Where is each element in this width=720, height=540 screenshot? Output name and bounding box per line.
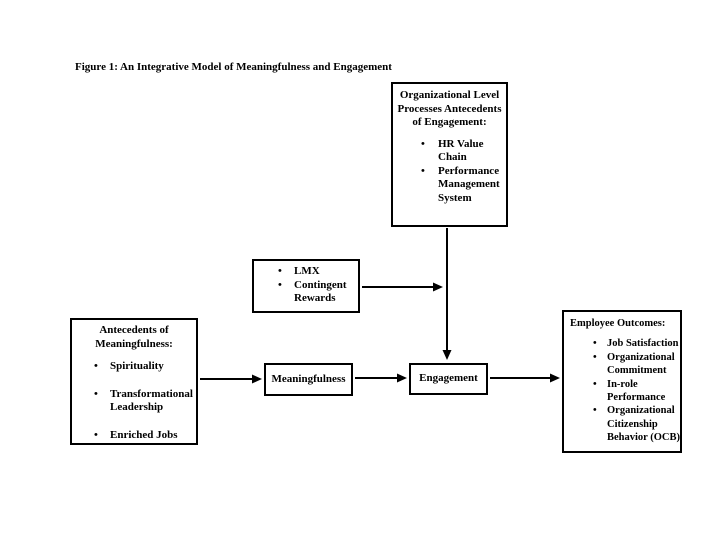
bullet-item: In-role Performance <box>564 378 680 405</box>
node-label: Engagement <box>419 372 478 385</box>
bullet-list: HR Value Chain Performance Management Sy… <box>393 138 506 206</box>
bullet-item: Contingent Rewards <box>254 279 358 306</box>
bullet-list: Job Satisfaction Organizational Commitme… <box>564 337 680 444</box>
bullet-item: LMX <box>254 265 358 279</box>
bullet-item: Job Satisfaction <box>564 337 680 351</box>
arrow-meaningfulness-to-engagement <box>355 373 407 383</box>
bullet-item: Performance Management System <box>393 165 506 206</box>
arrow-org-processes-to-engagement <box>442 228 452 360</box>
node-organizational-level-processes: Organizational Level Processes Anteceden… <box>391 82 508 227</box>
node-lmx-contingent-rewards: LMX Contingent Rewards <box>252 259 360 313</box>
bullet-item: Transformational Leadership <box>72 388 196 415</box>
bullet-item: HR Value Chain <box>393 138 506 165</box>
arrow-lmx-to-org-engagement-path <box>362 282 443 292</box>
node-header: Employee Outcomes: <box>570 318 666 329</box>
bullet-item: Enriched Jobs <box>72 429 196 443</box>
bullet-list: LMX Contingent Rewards <box>254 265 358 306</box>
node-header: Antecedents of Meaningfulness: <box>95 324 173 350</box>
bullet-item: Spirituality <box>72 360 196 374</box>
arrow-antecedents-to-meaningfulness <box>200 374 262 384</box>
figure-title: Figure 1: An Integrative Model of Meanin… <box>75 61 392 73</box>
node-antecedents-of-meaningfulness: Antecedents of Meaningfulness: Spiritual… <box>70 318 198 445</box>
node-employee-outcomes: Employee Outcomes: Job Satisfaction Orga… <box>562 310 682 453</box>
bullet-item: Organizational Citizenship Behavior (OCB… <box>564 404 680 444</box>
node-label: Meaningfulness <box>271 372 346 385</box>
node-engagement: Engagement <box>409 363 488 395</box>
node-header: Organizational Level Processes Anteceden… <box>397 89 502 128</box>
arrow-engagement-to-outcomes <box>490 373 560 383</box>
bullet-item: Organizational Commitment <box>564 351 680 378</box>
bullet-list: Spirituality Transformational Leadership… <box>72 360 196 442</box>
node-meaningfulness: Meaningfulness <box>264 363 353 396</box>
